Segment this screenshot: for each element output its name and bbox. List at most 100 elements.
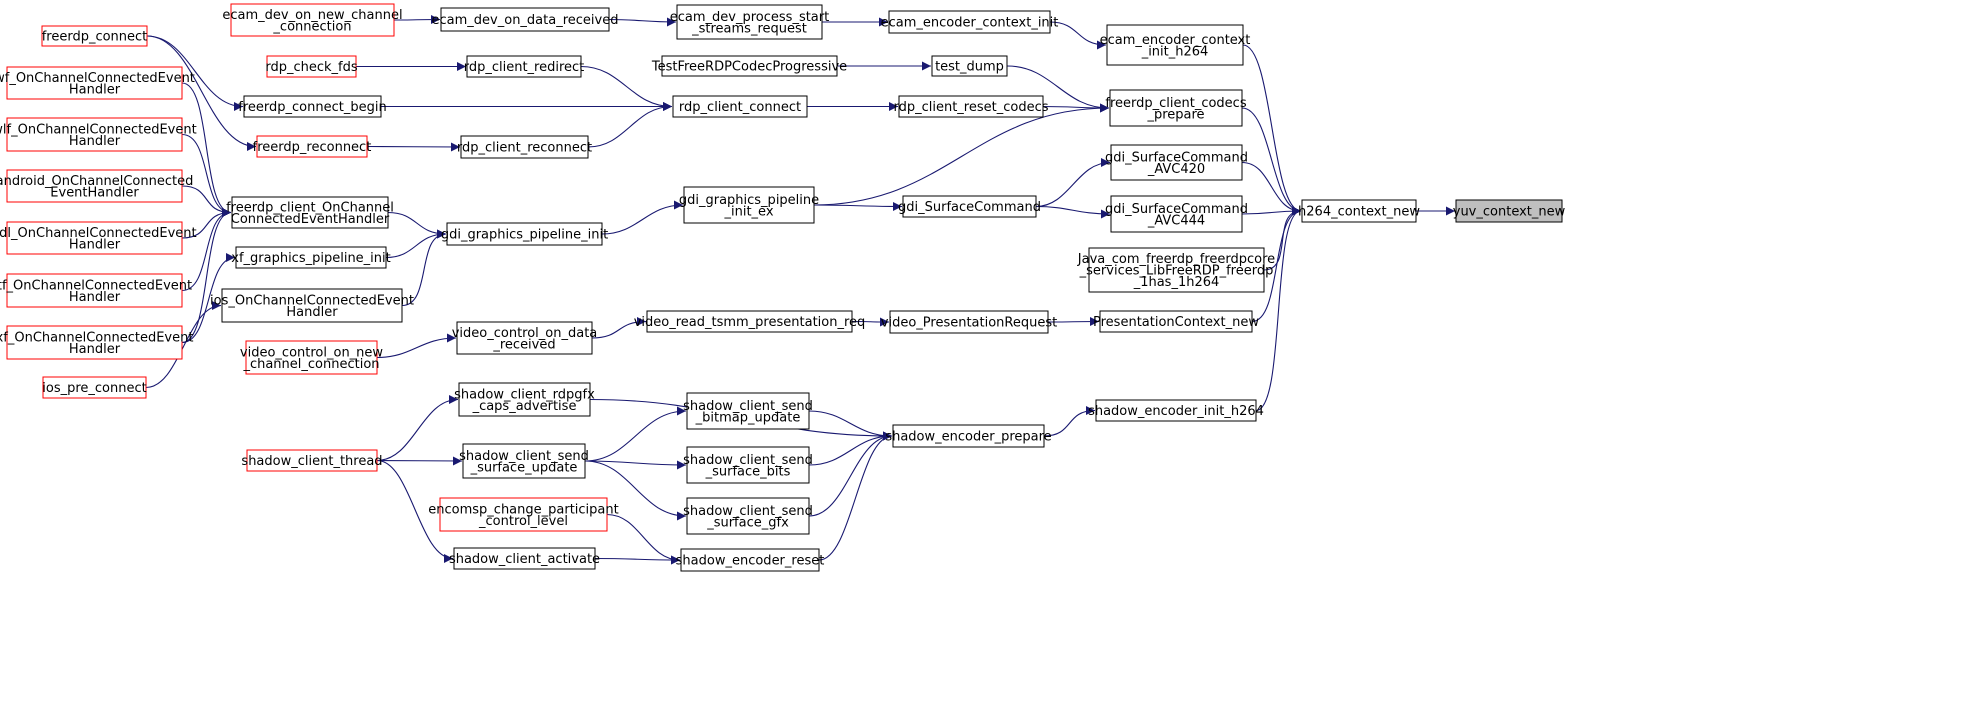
node-test-dump[interactable]: test_dump [931,55,1008,77]
node-ios-pre-connect[interactable]: ios_pre_connect [42,376,147,399]
node-video-control-on-data-received[interactable]: video_control_on_data_received [452,321,598,355]
node-label-line: shadow_encoder_prepare [885,430,1051,445]
node-box [453,547,596,570]
node-freerdp-reconnect[interactable]: freerdp_reconnect [253,135,372,158]
node-rdp-client-connect[interactable]: rdp_client_connect [672,95,808,118]
node-shadow-encoder-init-h264[interactable]: shadow_encoder_init_h264 [1088,399,1264,422]
node-ecam-dev-on-new-channel-connection[interactable]: ecam_dev_on_new_channel_connection [222,3,403,37]
node-box [902,195,1037,218]
node-freerdp-connect-begin[interactable]: freerdp_connect_begin [238,95,387,118]
edge-video-PresentationRequest-to-PresentationContext-new [1047,317,1100,327]
node-label-line: rdp_client_reconnect [457,141,592,156]
node-shadow-client-send-bitmap-update[interactable]: shadow_client_send_bitmap_update [683,392,813,430]
node-label-line: freerdp_client_OnChannel [226,200,394,215]
node-ecam-dev-on-data-received[interactable]: ecam_dev_on_data_received [432,7,619,32]
node-video-read-tsmm-presentation-req[interactable]: video_read_tsmm_presentation_req [634,310,866,333]
node-shadow-client-send-surface-bits[interactable]: shadow_client_send_surface_bits [683,446,813,484]
node-shadow-client-rdpgfx-caps-advertise[interactable]: shadow_client_rdpgfx_caps_advertise [454,382,595,417]
node-label-line: _streams_request [691,21,807,36]
node-label-line: video_PresentationRequest [881,316,1057,331]
node-label-line: _init_ex [723,204,773,219]
node-label-line: test_dump [935,60,1004,75]
node-h264-context-new[interactable]: h264_context_new [1298,199,1420,223]
node-label-line: _connection [272,19,351,34]
node-video-PresentationRequest[interactable]: video_PresentationRequest [881,310,1057,334]
edge-gdi-SurfaceCommand-to-gdi-SurfaceCommand-AVC444 [1035,205,1111,219]
node-box [266,55,357,78]
node-box [6,66,183,100]
node-PresentationContext-new[interactable]: PresentationContext_new [1093,310,1259,333]
node-label-line: shadow_client_activate [449,552,600,567]
node-label-line: _bitmap_update [695,410,801,425]
edge-gdi-SurfaceCommand-to-gdi-SurfaceCommand-AVC420 [1035,158,1111,208]
edge-video-control-on-new-channel-connection-to-video-control-on-data-received [376,333,457,359]
node-box [6,325,183,360]
edge-xf-OnChannelConnectedEventHandler-to-freerdp-client-OnChannelConnectedEventHandler [181,208,232,344]
node-label-line: _control_level [478,514,568,529]
node-ecam-encoder-context-init[interactable]: ecam_encoder_context_init [881,10,1059,34]
node-rdp-check-fds[interactable]: rdp_check_fds [265,55,358,78]
node-label-line: ecam_encoder_context [1100,33,1251,48]
node-box [1095,399,1257,422]
node-TestFreeRDPCodecProgressive[interactable]: TestFreeRDPCodecProgressive [651,55,847,77]
node-label-line: sdl_OnChannelConnectedEvent [0,226,197,241]
node-box [898,95,1044,118]
node-box [439,497,608,532]
node-video-control-on-new-channel-connection[interactable]: video_control_on_new_channel_connection [240,340,384,375]
node-label-line: rdp_client_redirect [464,60,585,75]
node-label-line: Handler [69,237,121,252]
node-yuv-context-new[interactable]: yuv_context_new [1453,199,1566,223]
edge-shadow-client-activate-to-shadow-encoder-reset [594,555,681,565]
node-freerdp-client-codecs-prepare[interactable]: freerdp_client_codecs_prepare [1105,89,1247,127]
node-rdp-client-reset-codecs[interactable]: rdp_client_reset_codecs [893,95,1049,118]
node-gdi-SurfaceCommand-AVC444[interactable]: gdi_SurfaceCommand_AVC444 [1105,195,1248,233]
node-box [231,196,389,229]
node-gdi-SurfaceCommand-AVC420[interactable]: gdi_SurfaceCommand_AVC420 [1105,144,1248,181]
node-xf-graphics-pipeline-init[interactable]: xf_graphics_pipeline_init [231,246,391,269]
node-java-h264[interactable]: Java_com_freerdp_freerdpcore_services_Li… [1077,247,1275,293]
node-box [676,4,823,40]
node-shadow-client-activate[interactable]: shadow_client_activate [449,547,600,570]
node-label-line: yuv_context_new [1453,205,1566,220]
node-box [256,135,368,158]
node-shadow-client-send-surface-update[interactable]: shadow_client_send_surface_update [459,443,589,479]
node-encomsp-change-participant-control-level[interactable]: encomsp_change_participant_control_level [428,497,619,532]
edge-freerdp-connect-to-freerdp-reconnect [146,35,257,151]
node-label-line: _AVC420 [1147,162,1205,177]
node-rdp-client-redirect[interactable]: rdp_client_redirect [464,55,585,78]
node-label-line: shadow_client_send [683,504,813,519]
node-shadow-encoder-prepare[interactable]: shadow_encoder_prepare [885,424,1052,448]
node-gdi-graphics-pipeline-init-ex[interactable]: gdi_graphics_pipeline_init_ex [679,186,819,224]
node-box [680,548,820,572]
edge-test-dump-to-freerdp-client-codecs-prepare [1006,65,1110,113]
node-label-line: xf_OnChannelConnectedEvent [0,330,193,345]
edge-ios-OnChannelConnectedEventHandler-to-gdi-graphics-pipeline-init [401,229,447,307]
node-shadow-client-thread[interactable]: shadow_client_thread [241,449,383,472]
node-box [440,7,610,32]
node-box [243,95,382,118]
node-freerdp-connect[interactable]: freerdp_connect [41,25,148,47]
node-shadow-client-send-surface-gfx[interactable]: shadow_client_send_surface_gfx [683,497,813,535]
node-freerdp-client-OnChannelConnectedEventHandler[interactable]: freerdp_client_OnChannelConnectedEventHa… [226,196,394,229]
node-label-line: tf_OnChannelConnectedEvent [0,278,192,293]
node-label-line: video_control_on_data [452,326,598,341]
edge-gdi-graphics-pipeline-init-to-gdi-graphics-pipeline-init-ex [601,200,684,235]
node-box [889,310,1049,334]
node-gdi-graphics-pipeline-init[interactable]: gdi_graphics_pipeline_init [441,222,608,246]
edge-gdi-SurfaceCommand-AVC420-to-h264-context-new [1241,161,1302,216]
node-gdi-SurfaceCommand[interactable]: gdi_SurfaceCommand [898,195,1041,218]
node-rdp-client-reconnect[interactable]: rdp_client_reconnect [457,135,592,159]
node-ecam-dev-process-start-streams-request[interactable]: ecam_dev_process_start_streams_request [670,4,829,40]
node-label-line: EventHandler [50,185,139,200]
node-shadow-encoder-reset[interactable]: shadow_encoder_reset [676,548,825,572]
node-ecam-encoder-context-init-h264[interactable]: ecam_encoder_context_init_h264 [1100,24,1251,66]
edge-shadow-encoder-init-h264-to-h264-context-new [1255,206,1302,412]
